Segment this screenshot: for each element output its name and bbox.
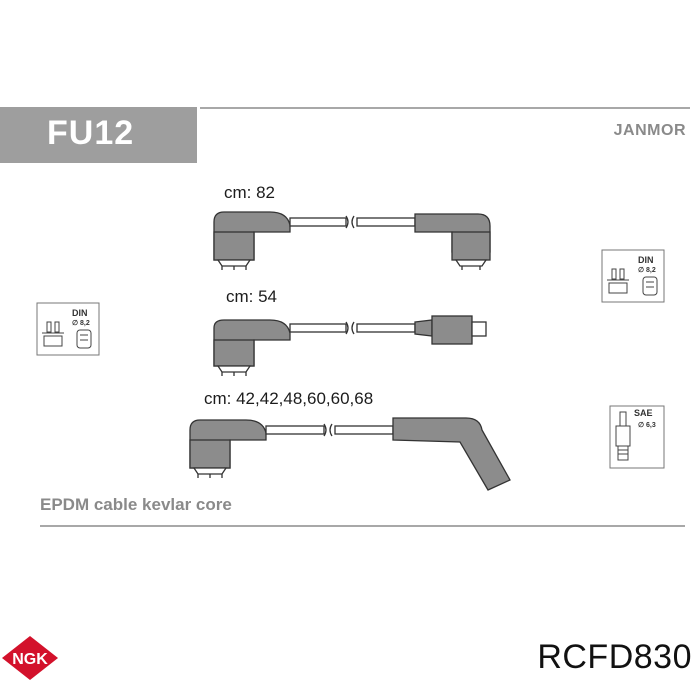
svg-text:DIN: DIN: [638, 255, 654, 265]
svg-text:∅ 8,2: ∅ 8,2: [638, 266, 656, 274]
cable-2-length: cm: 54: [226, 287, 278, 306]
svg-text:∅ 6,3: ∅ 6,3: [638, 421, 656, 429]
cable-material-caption: EPDM cable kevlar core: [40, 495, 232, 514]
ngk-logo: NGK: [2, 636, 58, 680]
cable-1-drawing: [213, 211, 491, 270]
cable-3-drawing: [189, 417, 511, 491]
svg-text:∅ 8,2: ∅ 8,2: [72, 319, 90, 327]
part-number: RCFD830: [537, 638, 692, 676]
cable-1-length: cm: 82: [224, 183, 276, 202]
product-code: FU12: [47, 114, 135, 152]
code-banner: [0, 107, 197, 163]
din-connector-icon-right: DIN ∅ 8,2: [601, 249, 665, 303]
svg-text:SAE: SAE: [634, 408, 653, 418]
footer-divider: [40, 525, 685, 527]
din-connector-icon: DIN ∅ 8,2: [36, 302, 100, 356]
svg-text:NGK: NGK: [12, 651, 48, 668]
svg-text:DIN: DIN: [72, 308, 88, 318]
cable-3-length: cm: 42,42,48,60,60,68: [204, 389, 374, 408]
header-divider: [200, 107, 690, 109]
brand-name: JANMOR: [613, 122, 686, 139]
sae-spark-plug-icon: SAE ∅ 6,3: [609, 405, 665, 469]
cable-2-drawing: [213, 315, 487, 376]
